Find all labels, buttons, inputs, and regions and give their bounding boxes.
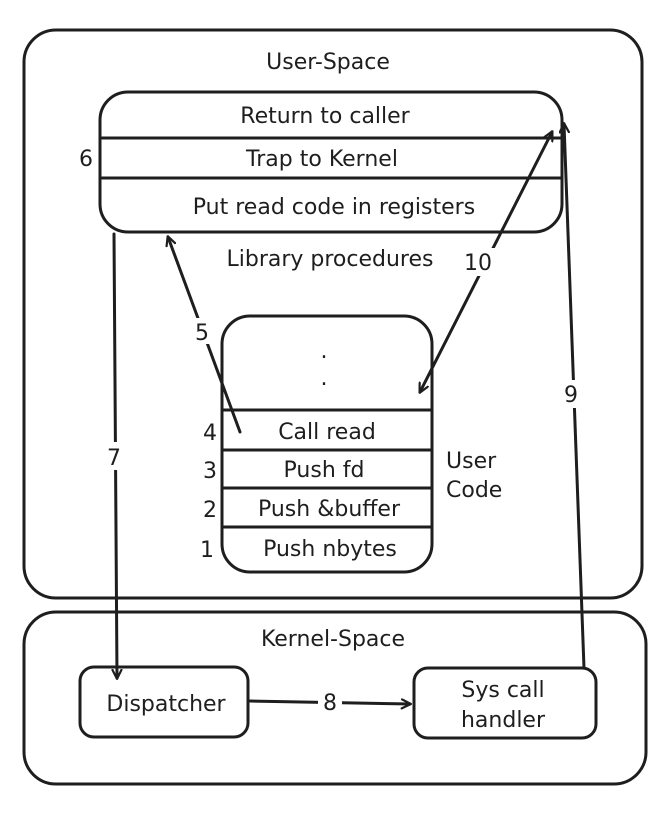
stack-number-4: 4	[203, 421, 217, 446]
library-row-put-read: Put read code in registers	[193, 195, 475, 220]
library-row-trap: Trap to Kernel	[245, 147, 398, 172]
kernel-space-region: Kernel-Space	[22, 610, 648, 786]
step-label-9: 9	[564, 383, 578, 408]
step-7-label-bg	[103, 442, 125, 470]
user-code-caption-line1: User	[446, 449, 497, 474]
step-label-7: 7	[107, 446, 121, 471]
step-label-8: 8	[323, 691, 337, 716]
handler-label-line2: handler	[461, 708, 546, 733]
stack-row-push-buffer: Push &buffer	[258, 497, 401, 522]
step-label-6: 6	[79, 147, 93, 172]
dispatcher-label: Dispatcher	[106, 692, 226, 717]
dispatcher-box: Dispatcher	[78, 665, 250, 739]
stack-number-2: 2	[203, 498, 217, 523]
handler-frame	[412, 666, 598, 740]
user-space-label: User-Space	[266, 50, 390, 75]
step-8-label-bg	[318, 689, 342, 715]
user-code-frame	[220, 314, 434, 574]
stack-dot-2: .	[321, 366, 328, 391]
step-10-label-bg	[458, 248, 498, 276]
library-caption: Library procedures	[226, 247, 433, 272]
library-frame	[98, 90, 564, 234]
stack-number-3: 3	[203, 459, 217, 484]
user-code-stack: . . Call read Push fd Push &buffer Push …	[220, 314, 434, 574]
stack-row-call-read: Call read	[278, 420, 376, 445]
stack-row-push-nbytes: Push nbytes	[263, 537, 397, 562]
user-code-caption-line2: Code	[446, 478, 502, 503]
step-5-label-bg	[192, 318, 212, 344]
kernel-space-label: Kernel-Space	[261, 627, 405, 652]
dispatcher-frame	[78, 665, 250, 739]
step-label-5: 5	[195, 321, 209, 346]
sys-call-handler-box: Sys call handler	[412, 666, 598, 740]
library-procedures-box: Return to caller Trap to Kernel Put read…	[98, 90, 564, 234]
stack-row-push-fd: Push fd	[284, 458, 365, 483]
kernel-space-frame	[22, 610, 648, 786]
library-row-return: Return to caller	[240, 104, 410, 129]
step-9-label-bg	[559, 380, 583, 408]
handler-label-line1: Sys call	[461, 678, 544, 703]
user-space-region: User-Space	[22, 28, 644, 600]
stack-dot-1: .	[321, 339, 328, 364]
step-label-10: 10	[464, 251, 492, 276]
stack-number-1: 1	[200, 538, 214, 563]
user-space-frame	[22, 28, 644, 600]
